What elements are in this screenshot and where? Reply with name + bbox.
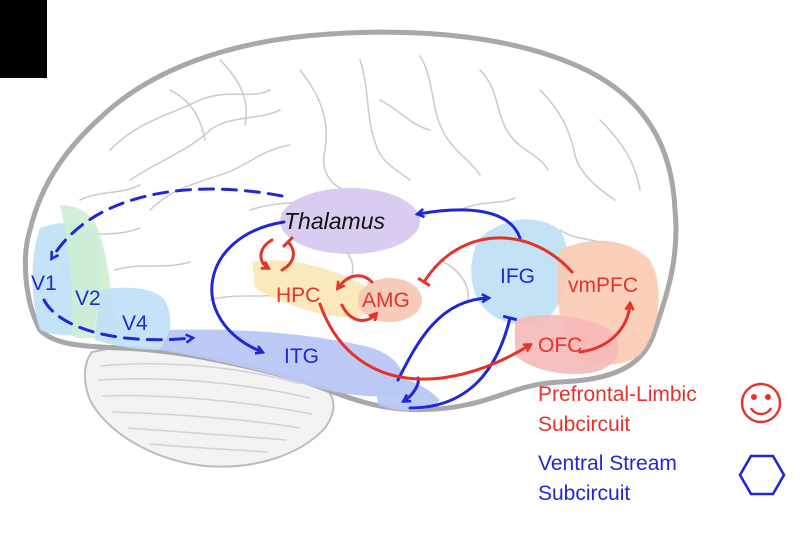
legend-prefrontal-limbic-line2: Subcircuit xyxy=(538,413,630,436)
arrow-thalamus-hpc-loop-down xyxy=(259,238,274,268)
ofc-region xyxy=(515,314,619,375)
arrow-temporal-pole-inhibits-ifg xyxy=(408,314,518,410)
label-itg: ITG xyxy=(284,345,319,368)
label-vmpfc: vmPFC xyxy=(568,274,638,297)
label-ifg: IFG xyxy=(500,265,535,288)
arrow-thalamus-to-v1 xyxy=(52,187,284,258)
arrow-vmpfc-inhibits-amg xyxy=(417,236,574,288)
arrow-hpc-to-amg xyxy=(340,303,376,322)
legend-ventral-stream-line1: Ventral Stream xyxy=(538,452,677,475)
arrow-amg-to-hpc xyxy=(338,274,374,288)
arrow-thalamus-to-itg xyxy=(210,220,286,352)
corner-block xyxy=(0,0,47,78)
label-v1: V1 xyxy=(31,272,57,295)
prefrontal-limbic-connections xyxy=(259,235,630,381)
hpc-region xyxy=(252,260,374,318)
hexagon-icon xyxy=(738,454,786,496)
ventral-stream-connections xyxy=(42,187,522,410)
label-thalamus: Thalamus xyxy=(284,208,385,234)
arrow-thalamus-hpc-loop-up xyxy=(280,235,295,272)
amg-region xyxy=(358,278,422,322)
label-ofc: OFC xyxy=(538,334,582,357)
label-amg: AMG xyxy=(362,289,410,312)
legend: Prefrontal-Limbic Subcircuit Ventral Str… xyxy=(538,382,786,505)
label-v2: V2 xyxy=(75,287,101,310)
label-hpc: HPC xyxy=(276,284,320,307)
arrow-ifg-to-thalamus xyxy=(418,210,522,240)
ifg-region xyxy=(471,219,569,324)
temporal-pole-region xyxy=(375,376,440,411)
cerebellum xyxy=(84,344,335,468)
legend-prefrontal-limbic-line1: Prefrontal-Limbic xyxy=(538,383,697,406)
arrow-hpc-to-ofc xyxy=(318,302,530,381)
arrow-ofc-to-vmpfc xyxy=(578,304,630,354)
itg-region xyxy=(160,329,404,397)
label-v4: V4 xyxy=(122,312,148,335)
smiley-icon xyxy=(740,382,782,424)
thalamus-region xyxy=(280,188,420,254)
v4-region xyxy=(95,287,171,350)
arrow-v1-to-v4 xyxy=(42,298,192,340)
legend-ventral-stream-line2: Subcircuit xyxy=(538,482,630,505)
arrow-temporal-pole-to-ifg xyxy=(396,298,488,382)
